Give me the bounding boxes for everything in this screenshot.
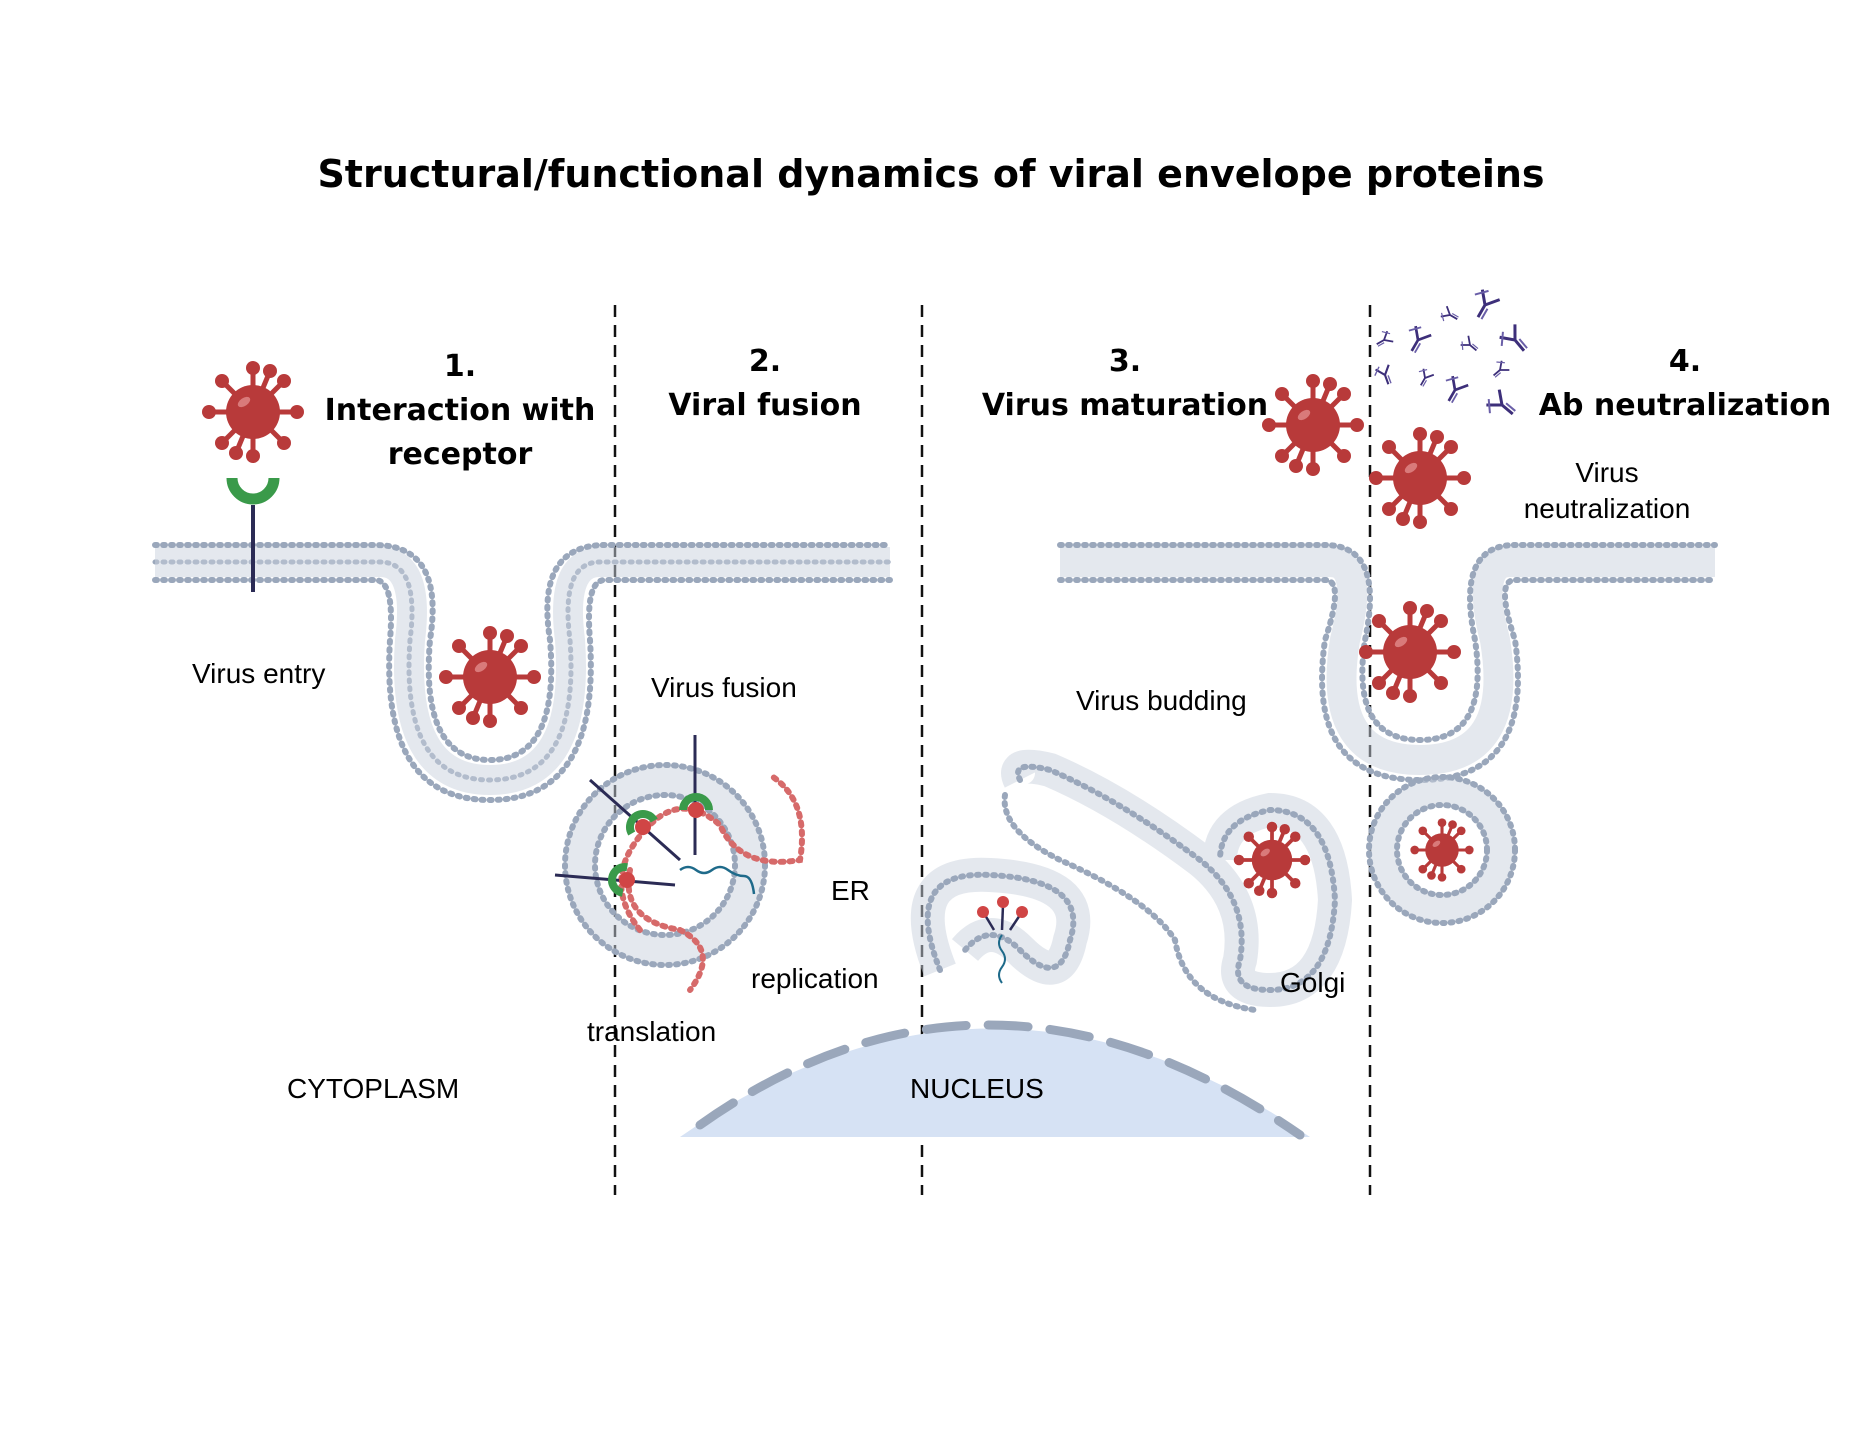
secretory-vesicle <box>1366 774 1518 926</box>
label-nucleus: NUCLEUS <box>910 1073 1044 1104</box>
antibody-icon <box>1371 362 1396 389</box>
label-virus-neutralization: Virus neutralization <box>1512 455 1702 527</box>
diagram-title: Structural/functional dynamics of viral … <box>317 152 1545 196</box>
step-4-heading: 4. Ab neutralization <box>1535 340 1835 428</box>
step-2-heading: 2. Viral fusion <box>640 340 890 428</box>
step-1-title-line2: receptor <box>387 437 533 472</box>
label-virus-budding: Virus budding <box>1076 685 1247 716</box>
step-2-number: 2. <box>748 344 782 379</box>
viral-rna-er <box>679 865 756 895</box>
antibody-icon <box>1487 357 1512 381</box>
virus-icon <box>202 361 304 463</box>
step-2-title: Viral fusion <box>668 388 862 423</box>
antibody-icon <box>1399 321 1434 357</box>
label-virus-neutralization-line1: Virus <box>1575 457 1639 488</box>
antibody-icon <box>1464 284 1503 324</box>
antibody-icon <box>1437 304 1462 328</box>
step-4-number: 4. <box>1668 344 1702 379</box>
label-replication: replication <box>751 963 879 994</box>
virus-icon <box>1408 816 1476 884</box>
label-virus-neutralization-line2: neutralization <box>1523 493 1691 524</box>
label-virus-entry: Virus entry <box>192 658 326 689</box>
step-1-number: 1. <box>443 349 477 384</box>
virus-icon <box>1262 374 1364 476</box>
fusion-proteins <box>554 735 713 897</box>
label-er: ER <box>831 875 870 906</box>
antibody-icon <box>1493 321 1534 362</box>
antibody-icon <box>1436 371 1471 407</box>
step-1-heading: 1. Interaction with receptor <box>320 345 600 477</box>
step-3-heading: 3. Virus maturation <box>975 340 1275 428</box>
budding-proteins <box>977 896 1028 984</box>
virus-icon <box>1231 819 1313 901</box>
virus-icon <box>439 626 541 728</box>
antibody-icon <box>1457 334 1482 358</box>
virus-icon <box>1369 427 1471 529</box>
antibody-icon <box>1412 365 1436 390</box>
antibody-icon <box>1480 386 1521 427</box>
golgi-membrane <box>910 749 1353 1013</box>
label-cytoplasm: CYTOPLASM <box>287 1073 460 1104</box>
antibody-cluster <box>1371 284 1534 427</box>
receptor-icon <box>226 477 280 592</box>
plasma-membrane-left <box>152 542 893 804</box>
step-1-title-line1: Interaction with <box>324 393 596 428</box>
step-4-title: Ab neutralization <box>1538 388 1832 423</box>
label-virus-fusion: Virus fusion <box>651 672 797 703</box>
nucleus <box>680 1020 1310 1140</box>
step-3-number: 3. <box>1108 344 1142 379</box>
label-translation: translation <box>587 1016 717 1047</box>
virus-icon <box>1359 601 1461 703</box>
antibody-icon <box>1371 327 1396 351</box>
label-golgi: Golgi <box>1280 967 1346 998</box>
endosome <box>562 762 768 968</box>
step-3-title: Virus maturation <box>981 388 1269 423</box>
